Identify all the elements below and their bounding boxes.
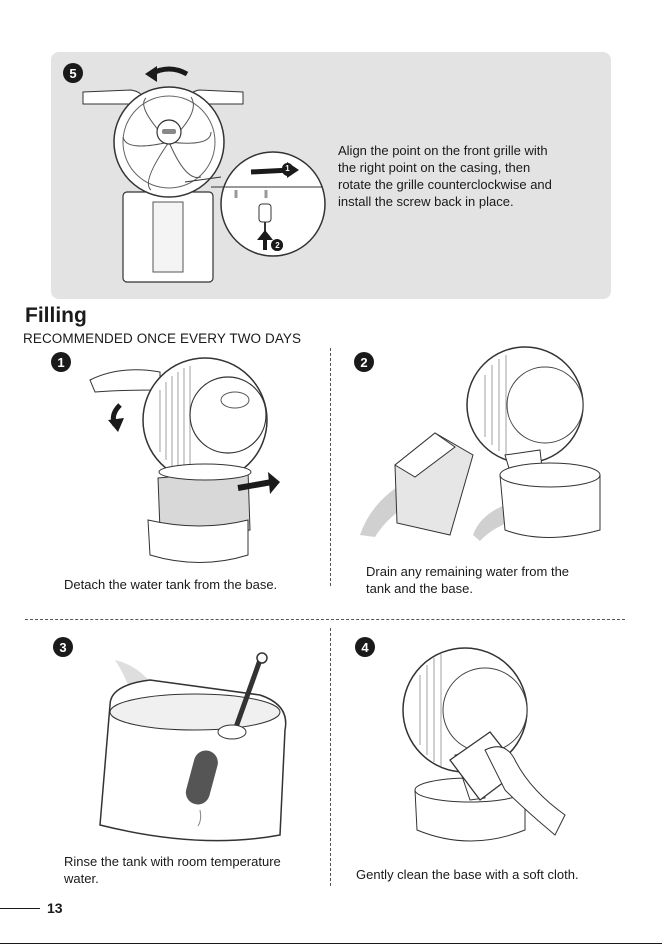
instruction-line: the right point on the casing, then [338,160,531,175]
page-number-rule [0,908,40,909]
instruction-line: rotate the grille counterclockwise and [338,177,552,192]
instruction-line: Align the point on the front grille with [338,143,548,158]
step-3-badge: 3 [53,637,73,657]
callout-2-badge: 2 [272,240,283,251]
step-3-caption: Rinse the tank with room temperature wat… [64,853,281,887]
step-5-badge: 5 [63,63,83,83]
step-1-caption: Detach the water tank from the base. [64,576,277,593]
step-1-badge: 1 [51,352,71,372]
caption-line: tank and the base. [366,581,473,596]
divider-vertical-top [330,348,331,586]
section-title: Filling [25,304,87,327]
caption-line: Gently clean the base with a soft cloth. [356,867,579,882]
instruction-line: install the screw back in place. [338,194,514,209]
drain-water-illustration [360,346,601,541]
grille-install-illustration [82,66,326,283]
caption-line: Drain any remaining water from the [366,564,570,579]
step-5-instruction: Align the point on the front grille with… [338,142,552,210]
page-bottom-rule [0,943,662,944]
callout-1-badge: 1 [282,163,293,174]
divider-vertical-bottom [330,628,331,886]
step-4-badge: 4 [355,637,375,657]
rinse-tank-illustration [99,652,287,842]
caption-line: Detach the water tank from the base. [64,577,278,592]
step-4-caption: Gently clean the base with a soft cloth. [356,866,579,883]
clean-base-illustration [402,647,566,842]
step-2-caption: Drain any remaining water from the tank … [366,563,569,597]
section-subtitle: RECOMMENDED ONCE EVERY TWO DAYS [23,331,302,346]
caption-line: water. [64,871,99,886]
divider-horizontal [25,619,625,620]
caption-line: Rinse the tank with room temperature [64,854,281,869]
step-2-badge: 2 [354,352,374,372]
page-number: 13 [47,900,63,916]
detach-tank-illustration [89,357,280,563]
